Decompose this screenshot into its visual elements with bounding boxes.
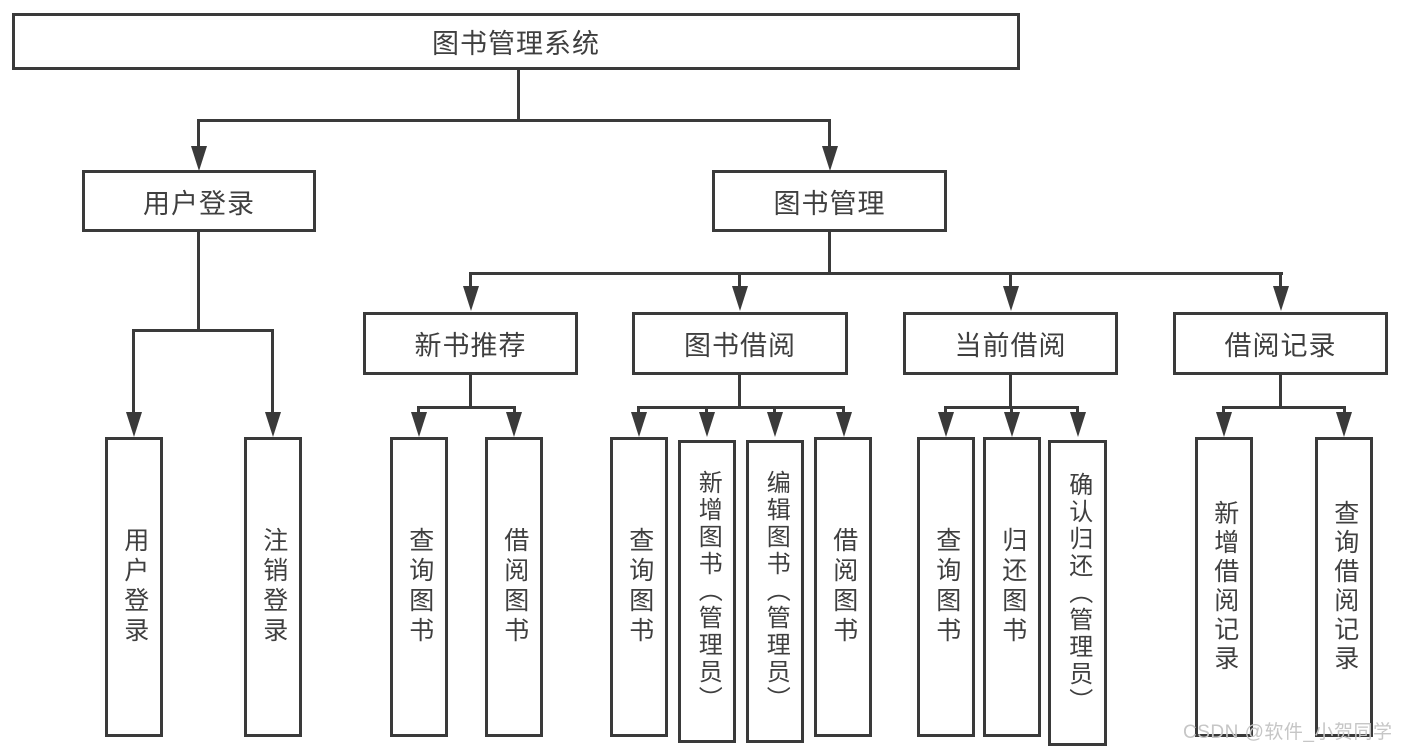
leaf-logout-login: 注销登录 xyxy=(244,437,302,737)
connector-line xyxy=(1222,406,1346,409)
connector-line xyxy=(469,272,1283,275)
arrow-down-icon xyxy=(732,286,748,311)
connector-line xyxy=(417,406,516,409)
connector-line xyxy=(637,406,845,409)
leaf-current-confirm-return-admin: 确认归还（管理员） xyxy=(1048,440,1107,746)
arrow-down-icon xyxy=(767,412,783,437)
leaf-borrow-add-books-admin: 新增图书（管理员） xyxy=(678,440,736,743)
connector-line xyxy=(132,329,274,332)
connector-line xyxy=(1009,375,1012,408)
arrow-down-icon xyxy=(631,412,647,437)
node-book-management: 图书管理 xyxy=(712,170,947,232)
arrow-down-icon xyxy=(938,412,954,437)
connector-line xyxy=(1279,375,1282,408)
arrow-down-icon xyxy=(1336,412,1352,437)
node-label: 当前借阅 xyxy=(954,331,1067,361)
connector-line xyxy=(828,232,831,274)
node-label: 借阅图书 xyxy=(500,527,529,647)
arrow-down-icon xyxy=(822,146,838,171)
csdn-watermark: CSDN @软件_小贺同学 xyxy=(1183,722,1393,743)
leaf-user-login: 用户登录 xyxy=(105,437,163,737)
connector-line xyxy=(197,119,831,122)
leaf-recommend-borrow-books: 借阅图书 xyxy=(485,437,543,737)
arrow-down-icon xyxy=(126,412,142,437)
node-root-library-system: 图书管理系统 xyxy=(12,13,1020,70)
leaf-borrow-edit-books-admin: 编辑图书（管理员） xyxy=(746,440,804,743)
connector-line xyxy=(1279,272,1282,287)
arrow-down-icon xyxy=(1003,286,1019,311)
connector-line xyxy=(513,406,516,415)
connector-line xyxy=(469,375,472,408)
arrow-down-icon xyxy=(1273,286,1289,311)
connector-line xyxy=(517,70,520,120)
node-new-book-recommend: 新书推荐 xyxy=(363,312,578,375)
arrow-down-icon xyxy=(1216,412,1232,437)
arrow-down-icon xyxy=(463,286,479,311)
connector-line xyxy=(1343,406,1346,415)
node-label: 图书管理系统 xyxy=(432,29,600,59)
node-current-borrow: 当前借阅 xyxy=(903,312,1118,375)
connector-line xyxy=(705,406,708,415)
arrow-down-icon xyxy=(836,412,852,437)
connector-line xyxy=(828,119,831,149)
connector-line xyxy=(1010,406,1013,415)
node-borrow-records: 借阅记录 xyxy=(1173,312,1388,375)
node-label: 注销登录 xyxy=(259,527,288,647)
node-label: 新增借阅记录 xyxy=(1210,500,1239,674)
leaf-current-return-books: 归还图书 xyxy=(983,437,1041,737)
node-label: 查询图书 xyxy=(405,527,434,647)
node-label: 用户登录 xyxy=(143,188,255,219)
arrow-down-icon xyxy=(506,412,522,437)
leaf-records-query-record: 查询借阅记录 xyxy=(1315,437,1373,737)
node-label: 确认归还（管理员） xyxy=(1064,471,1092,715)
connector-line xyxy=(842,406,845,415)
leaf-records-add-record: 新增借阅记录 xyxy=(1195,437,1253,737)
leaf-borrow-query-books: 查询图书 xyxy=(610,437,668,737)
node-label: 借阅记录 xyxy=(1224,331,1337,361)
arrow-down-icon xyxy=(1004,412,1020,437)
connector-line xyxy=(738,272,741,287)
connector-line xyxy=(197,232,200,330)
connector-line xyxy=(469,272,472,287)
connector-line xyxy=(132,329,135,413)
node-label: 查询图书 xyxy=(625,527,654,647)
leaf-current-query-books: 查询图书 xyxy=(917,437,975,737)
node-label: 新增图书（管理员） xyxy=(694,470,722,713)
arrow-down-icon xyxy=(1070,412,1086,437)
connector-line xyxy=(1009,272,1012,287)
node-label: 用户登录 xyxy=(120,527,149,647)
node-label: 借阅图书 xyxy=(829,527,858,647)
arrow-down-icon xyxy=(411,412,427,437)
arrow-down-icon xyxy=(699,412,715,437)
arrow-down-icon xyxy=(191,146,207,171)
node-label: 查询借阅记录 xyxy=(1330,500,1359,674)
connector-line xyxy=(1076,406,1079,415)
connector-line xyxy=(944,406,947,415)
node-label: 查询图书 xyxy=(932,527,961,647)
connector-line xyxy=(1222,406,1225,415)
connector-line xyxy=(773,406,776,415)
connector-line xyxy=(637,406,640,415)
node-label: 图书管理 xyxy=(773,188,886,219)
node-user-login: 用户登录 xyxy=(82,170,316,232)
connector-line xyxy=(197,119,200,149)
connector-line xyxy=(738,375,741,408)
node-label: 归还图书 xyxy=(998,527,1027,647)
node-label: 新书推荐 xyxy=(414,331,527,361)
node-label: 图书借阅 xyxy=(684,331,796,361)
leaf-recommend-query-books: 查询图书 xyxy=(390,437,448,737)
connector-line xyxy=(417,406,420,415)
node-label: 编辑图书（管理员） xyxy=(762,470,790,713)
node-book-borrow: 图书借阅 xyxy=(632,312,848,375)
leaf-borrow-borrow-books: 借阅图书 xyxy=(814,437,872,737)
arrow-down-icon xyxy=(265,412,281,437)
connector-line xyxy=(271,329,274,413)
